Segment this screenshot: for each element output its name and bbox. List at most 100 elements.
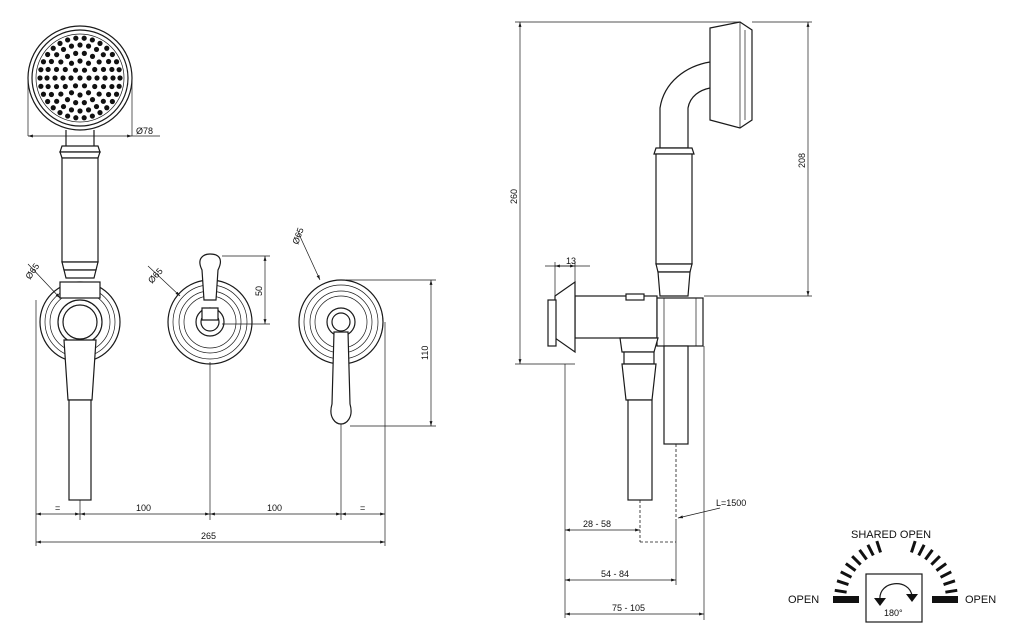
nozzle-dot	[89, 113, 95, 119]
total-width-label: 265	[201, 531, 216, 541]
gap-left-label: =	[55, 503, 60, 513]
arc-tick	[866, 544, 875, 557]
shower-height-label: 208	[797, 153, 807, 168]
nozzle-dot	[48, 58, 55, 65]
hose-side	[627, 399, 653, 501]
open-left-marker	[833, 596, 859, 603]
arc-tick	[930, 555, 941, 566]
nozzle-dot	[60, 103, 67, 110]
left-flange-diameter-label: Ø65	[23, 261, 41, 281]
nozzle-dot	[92, 66, 98, 73]
rotate-arrow-left-icon	[874, 598, 886, 606]
nozzle-dot	[113, 59, 120, 65]
open-left-label: OPEN	[788, 594, 819, 606]
shower-head-side	[709, 21, 753, 129]
open-right-marker	[932, 596, 958, 603]
handle-height-label: 50	[254, 286, 264, 296]
nozzle-dot	[85, 107, 92, 113]
diverter-valve-front	[167, 253, 253, 365]
bracket-body	[574, 295, 658, 339]
arc-tick	[851, 555, 862, 566]
nozzle-dot	[64, 53, 71, 59]
hose-front	[68, 399, 92, 501]
shower-handle-side	[655, 153, 693, 265]
nozzle-dot	[77, 92, 83, 98]
nozzle-dot	[110, 75, 116, 81]
depth-range-1-label: 28 - 58	[583, 519, 611, 529]
nozzle-dot	[68, 75, 74, 81]
nozzle-dot	[40, 91, 47, 97]
rotate-arrow-right-icon	[906, 594, 918, 602]
nozzle-dot	[45, 51, 51, 58]
nozzle-dot	[109, 98, 115, 105]
nozzle-dot	[85, 43, 92, 49]
arc-tick	[834, 588, 847, 594]
nozzle-dot	[68, 107, 75, 113]
mixer-valve-front	[298, 279, 384, 425]
right-flange-diameter-label: Ø65	[290, 226, 305, 245]
nozzle-dot	[60, 46, 67, 53]
nozzle-dot	[97, 40, 103, 46]
nozzle-dot	[89, 97, 96, 103]
nozzle-pattern	[37, 35, 123, 121]
nozzle-dot	[81, 115, 87, 121]
nozzle-dot	[81, 83, 88, 89]
nozzle-dot	[97, 110, 103, 116]
arc-tick	[836, 579, 849, 586]
nozzle-dot	[81, 35, 87, 41]
arc-tick	[939, 570, 952, 579]
nozzle-dot	[104, 45, 110, 51]
nozzle-dot	[54, 98, 60, 104]
nozzle-dot	[48, 91, 55, 98]
nozzle-dot	[53, 66, 60, 73]
front-view: Ø78 Ø65 Ø65 Ø65 50 110 = 100 100 = 265	[23, 25, 436, 546]
rotation-legend: SHARED OPEN OPEN OPEN 180°	[788, 529, 996, 623]
nozzle-dot	[72, 83, 79, 89]
nozzle-dot	[81, 67, 88, 73]
nozzle-dot	[64, 97, 71, 103]
nozzle-dot	[57, 110, 63, 116]
nozzle-dot	[68, 60, 75, 66]
nozzle-dot	[96, 59, 102, 65]
nozzle-dot	[81, 50, 87, 56]
nozzle-dot	[50, 45, 56, 51]
nozzle-dot	[102, 75, 108, 81]
nozzle-dot	[73, 100, 79, 106]
nozzle-dot	[68, 43, 75, 49]
shower-head-front	[27, 25, 133, 131]
nozzle-dot	[100, 83, 107, 90]
nozzle-dot	[77, 42, 83, 48]
arc-tick	[910, 540, 917, 553]
side-view: 260 208 13 L=1500 28 - 58 54 - 84 75 - 1…	[509, 21, 812, 620]
nozzle-dot	[105, 91, 112, 98]
nozzle-dot	[94, 75, 100, 81]
nozzle-dot	[73, 35, 79, 41]
wall-flange	[554, 280, 576, 354]
nozzle-dot	[65, 113, 71, 119]
rotation-arc-ticks	[834, 540, 958, 602]
nozzle-dot	[45, 98, 51, 105]
nozzle-dot	[109, 66, 115, 73]
outlet-height-label: 110	[420, 346, 430, 360]
nozzle-dot	[81, 100, 87, 106]
nozzle-dot	[65, 37, 71, 43]
nozzle-dot	[117, 75, 123, 81]
flange-depth-label: 13	[566, 256, 576, 266]
nozzle-dot	[116, 83, 122, 89]
shower-handle-body	[61, 157, 99, 263]
arc-tick	[875, 540, 882, 553]
nozzle-dot	[50, 105, 56, 111]
nozzle-dot	[68, 90, 75, 96]
arc-tick	[840, 570, 853, 579]
head-diameter-label: Ø78	[136, 126, 153, 136]
nozzle-dot	[96, 91, 102, 97]
open-right-label: OPEN	[965, 594, 996, 606]
nozzle-dot	[89, 53, 96, 59]
gap-right-label: =	[360, 503, 365, 513]
shared-open-label: SHARED OPEN	[851, 529, 931, 541]
nozzle-dot	[89, 37, 95, 43]
nozzle-dot	[52, 75, 58, 81]
total-height-label: 260	[509, 189, 519, 204]
nozzle-dot	[58, 91, 64, 97]
